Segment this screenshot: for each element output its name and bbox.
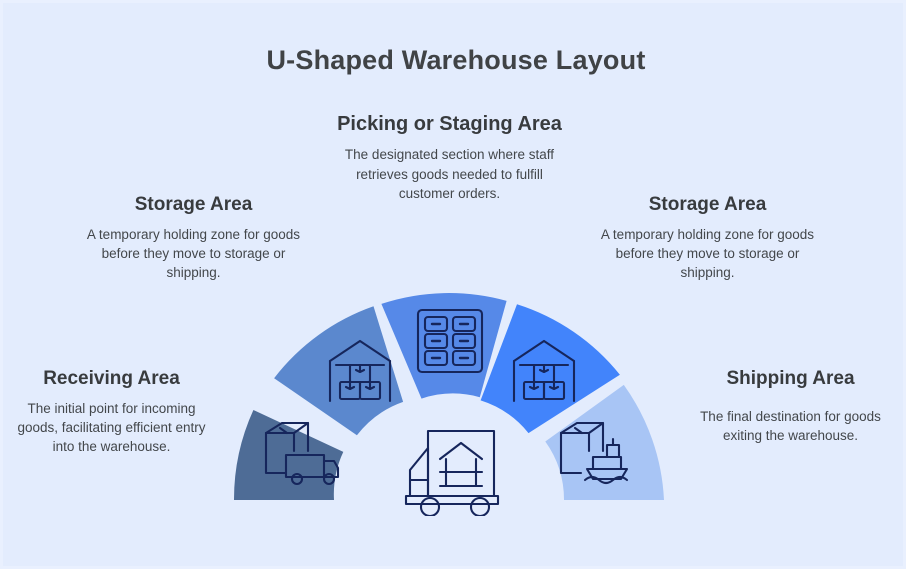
shipping-body: The final destination for goods exiting … bbox=[700, 409, 881, 444]
warehouse-boxes-icon bbox=[512, 339, 576, 403]
page-title: U-Shaped Warehouse Layout bbox=[266, 45, 646, 75]
label-storage-area-right: Storage Area A temporary holding zone fo… bbox=[595, 193, 820, 283]
storage-right-heading: Storage Area bbox=[648, 194, 767, 215]
box-ship-icon bbox=[559, 421, 629, 485]
label-picking-or-staging-area: Picking or Staging Area The designated s… bbox=[332, 112, 567, 203]
donut-segment-storage-left[interactable] bbox=[274, 306, 404, 436]
label-receiving-area: Receiving Area The initial point for inc… bbox=[10, 367, 213, 457]
box-truck-icon bbox=[264, 421, 340, 486]
shelving-rack-icon bbox=[416, 308, 484, 374]
picking-heading: Picking or Staging Area bbox=[337, 113, 562, 135]
storage-right-body: A temporary holding zone for goods befor… bbox=[600, 227, 815, 281]
storage-left-body: A temporary holding zone for goods befor… bbox=[86, 227, 301, 281]
receiving-heading: Receiving Area bbox=[43, 368, 180, 389]
delivery-truck-icon bbox=[404, 429, 500, 516]
warehouse-boxes-icon bbox=[328, 339, 392, 403]
label-shipping-area: Shipping Area The final destination for … bbox=[689, 368, 892, 445]
receiving-body: The initial point for incoming goods, fa… bbox=[17, 401, 206, 455]
shipping-heading: Shipping Area bbox=[726, 368, 855, 389]
label-storage-area-left: Storage Area A temporary holding zone fo… bbox=[81, 193, 306, 283]
donut-svg bbox=[233, 293, 664, 516]
semicircle-donut-chart bbox=[218, 271, 680, 516]
picking-body: The designated section where staff retri… bbox=[344, 147, 555, 201]
donut-segment-storage-right[interactable] bbox=[480, 304, 620, 434]
storage-left-heading: Storage Area bbox=[134, 194, 253, 215]
donut-segment-shipping[interactable] bbox=[545, 384, 664, 500]
